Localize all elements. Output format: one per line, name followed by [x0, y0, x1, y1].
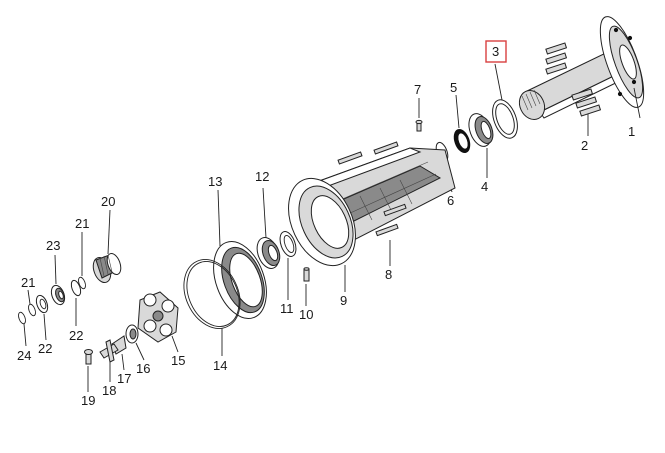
part-22-washer-right[interactable] — [70, 279, 83, 326]
part-14-large-oring[interactable] — [173, 250, 251, 356]
callout-labels: 1 2 3 4 5 6 7 8 9 10 11 12 13 14 15 16 1… — [17, 40, 635, 408]
callout-11[interactable]: 11 — [280, 301, 294, 316]
part-1-axle-shaft[interactable] — [515, 12, 653, 124]
callout-16[interactable]: 16 — [136, 361, 150, 376]
part-17-thrust-piece[interactable] — [111, 335, 127, 371]
part-20-sun-gear[interactable] — [90, 209, 123, 285]
callout-18[interactable]: 18 — [102, 383, 116, 398]
callout-17[interactable]: 17 — [117, 371, 131, 386]
part-2-wheel-studs[interactable] — [545, 42, 602, 136]
callout-4[interactable]: 4 — [481, 179, 488, 194]
callout-1[interactable]: 1 — [628, 124, 635, 139]
callout-22-left[interactable]: 22 — [38, 341, 52, 356]
callout-13[interactable]: 13 — [208, 174, 222, 189]
callout-3-highlight-box — [485, 40, 507, 63]
part-21-snap-ring-lower[interactable] — [27, 289, 37, 317]
part-16-washer[interactable] — [125, 324, 145, 361]
callout-24[interactable]: 24 — [17, 348, 31, 363]
callout-21-lower[interactable]: 21 — [21, 275, 35, 290]
part-18-cross-piece[interactable] — [99, 339, 119, 382]
callout-5[interactable]: 5 — [450, 80, 457, 95]
part-23-bearing-small[interactable] — [49, 254, 67, 306]
part-22-washer-left[interactable] — [34, 294, 50, 341]
part-12-bearing[interactable] — [253, 187, 283, 271]
callout-23[interactable]: 23 — [46, 238, 60, 253]
callout-19[interactable]: 19 — [81, 393, 95, 408]
callout-15[interactable]: 15 — [171, 353, 185, 368]
callout-8[interactable]: 8 — [385, 267, 392, 282]
part-4-bearing[interactable] — [465, 111, 497, 178]
callout-12[interactable]: 12 — [255, 169, 269, 184]
callout-21-upper[interactable]: 21 — [75, 216, 89, 231]
callout-10[interactable]: 10 — [299, 307, 313, 322]
part-7-screw[interactable] — [415, 98, 423, 132]
part-8-bolts[interactable] — [375, 203, 407, 266]
callout-2[interactable]: 2 — [581, 138, 588, 153]
callout-7[interactable]: 7 — [414, 82, 421, 97]
part-15-planet-carrier[interactable] — [137, 291, 179, 353]
callout-14[interactable]: 14 — [213, 358, 227, 373]
part-11-seal[interactable] — [277, 229, 299, 300]
part-3-seal-ring[interactable] — [488, 63, 522, 142]
part-10-pin[interactable] — [303, 267, 310, 306]
part-19-bolt[interactable] — [84, 349, 93, 393]
part-5-seal[interactable] — [451, 94, 472, 155]
callout-20[interactable]: 20 — [101, 194, 115, 209]
part-24-ring[interactable] — [17, 311, 27, 347]
callout-22-right[interactable]: 22 — [69, 328, 83, 343]
callout-9[interactable]: 9 — [340, 293, 347, 308]
callout-3[interactable]: 3 — [492, 44, 499, 59]
part-9-axle-housing[interactable] — [275, 141, 456, 292]
callout-6[interactable]: 6 — [447, 193, 454, 208]
part-21-snap-ring-upper[interactable] — [77, 232, 87, 290]
